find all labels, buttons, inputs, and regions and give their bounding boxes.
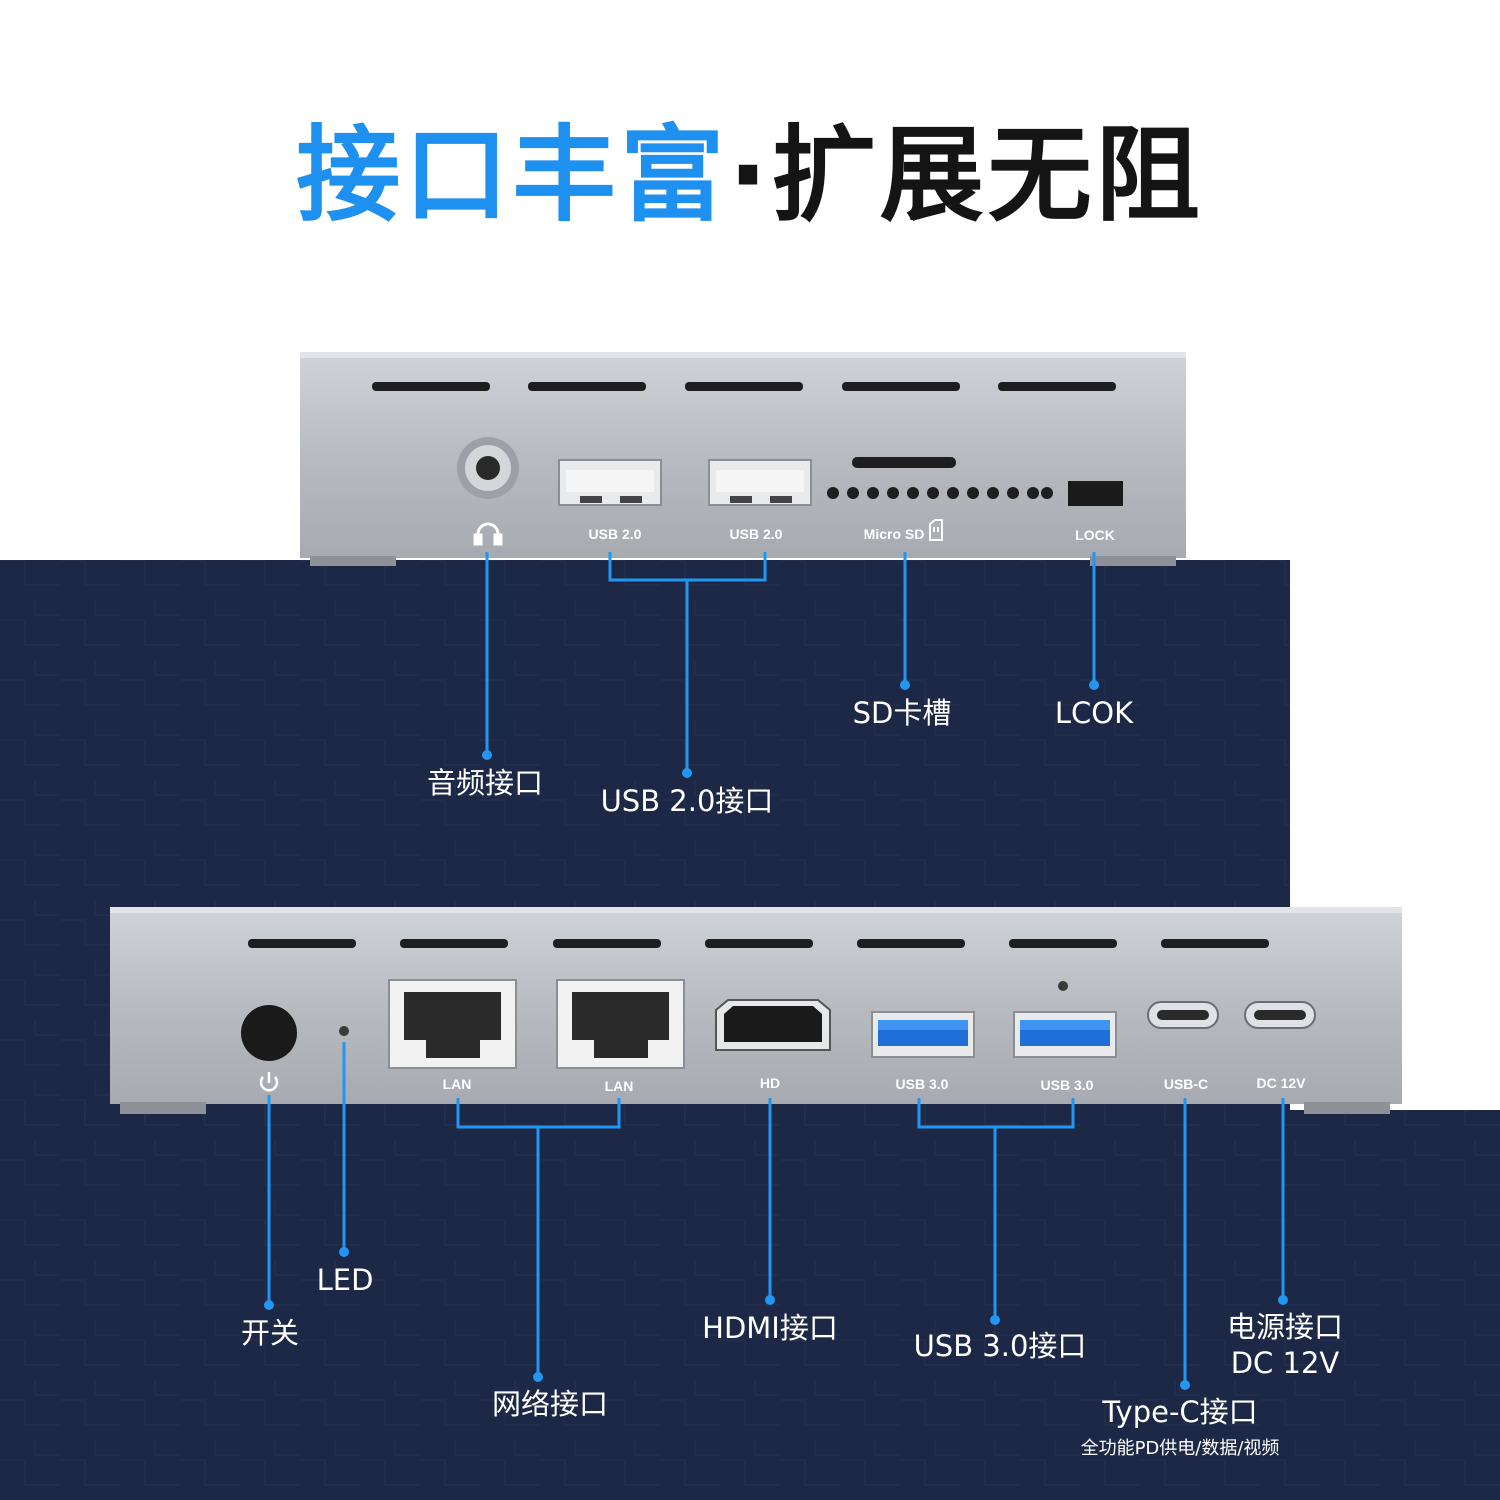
callout-dot-typec (1180, 1380, 1190, 1390)
callout-dot-lock (1089, 680, 1099, 690)
port-label-lan1: LAN (442, 1076, 472, 1092)
port-label-usbc: USB-C (1163, 1076, 1209, 1092)
callout-power: 开关 (240, 1316, 299, 1350)
port-label-usb3b: USB 3.0 (1040, 1077, 1094, 1093)
callout-dot-network (533, 1372, 543, 1382)
port-label-lock: LOCK (1075, 527, 1115, 543)
bottom-device (110, 907, 1402, 1114)
port-label-lan2: LAN (604, 1078, 634, 1094)
callout-audio: 音频接口 (426, 766, 543, 800)
callout-sd: SD卡槽 (852, 696, 952, 730)
callout-dot-led (339, 1247, 349, 1257)
port-label-usb3a: USB 3.0 (895, 1076, 949, 1092)
callout-dot-power (264, 1300, 274, 1310)
callout-power-in-line2: DC 12V (1230, 1346, 1340, 1380)
callout-dot-usb30 (990, 1315, 1000, 1325)
callout-dot-usb20 (682, 768, 692, 778)
page-title: 接口丰富·扩展无阻 (0, 115, 1500, 235)
callout-hdmi: HDMI接口 (702, 1311, 838, 1345)
callout-dot-power-in (1278, 1295, 1288, 1305)
port-label-dc: DC 12V (1256, 1075, 1306, 1091)
title-part1: 接口丰富 (296, 114, 729, 236)
port-label-hd: HD (759, 1075, 781, 1091)
callout-typec: Type-C接口 (1102, 1395, 1258, 1429)
callout-network: 网络接口 (491, 1387, 608, 1421)
title-part2: 扩展无阻 (771, 114, 1204, 236)
port-label-usb1: USB 2.0 (588, 526, 642, 542)
callout-dot-hdmi (765, 1295, 775, 1305)
callout-typec-sub: 全功能PD供电/数据/视频 (1080, 1438, 1280, 1459)
callout-led: LED (316, 1263, 374, 1297)
callout-usb30: USB 3.0接口 (913, 1329, 1087, 1363)
port-label-microsd: Micro SD (863, 526, 925, 542)
sd-card-icon (929, 519, 943, 541)
headphone-icon (473, 522, 503, 546)
callout-power-in-line1: 电源接口 (1226, 1310, 1343, 1344)
power-icon (259, 1072, 279, 1092)
top-device (300, 352, 1186, 566)
callout-usb20: USB 2.0接口 (600, 784, 774, 818)
top-callout-lines (485, 552, 1096, 773)
port-label-usb2: USB 2.0 (729, 526, 783, 542)
callout-lock: LCOK (1054, 696, 1134, 730)
title-dot: · (728, 114, 772, 236)
bottom-callout-lines (267, 1042, 1285, 1385)
callout-dot-sd (900, 680, 910, 690)
callout-dot-audio (482, 750, 492, 760)
